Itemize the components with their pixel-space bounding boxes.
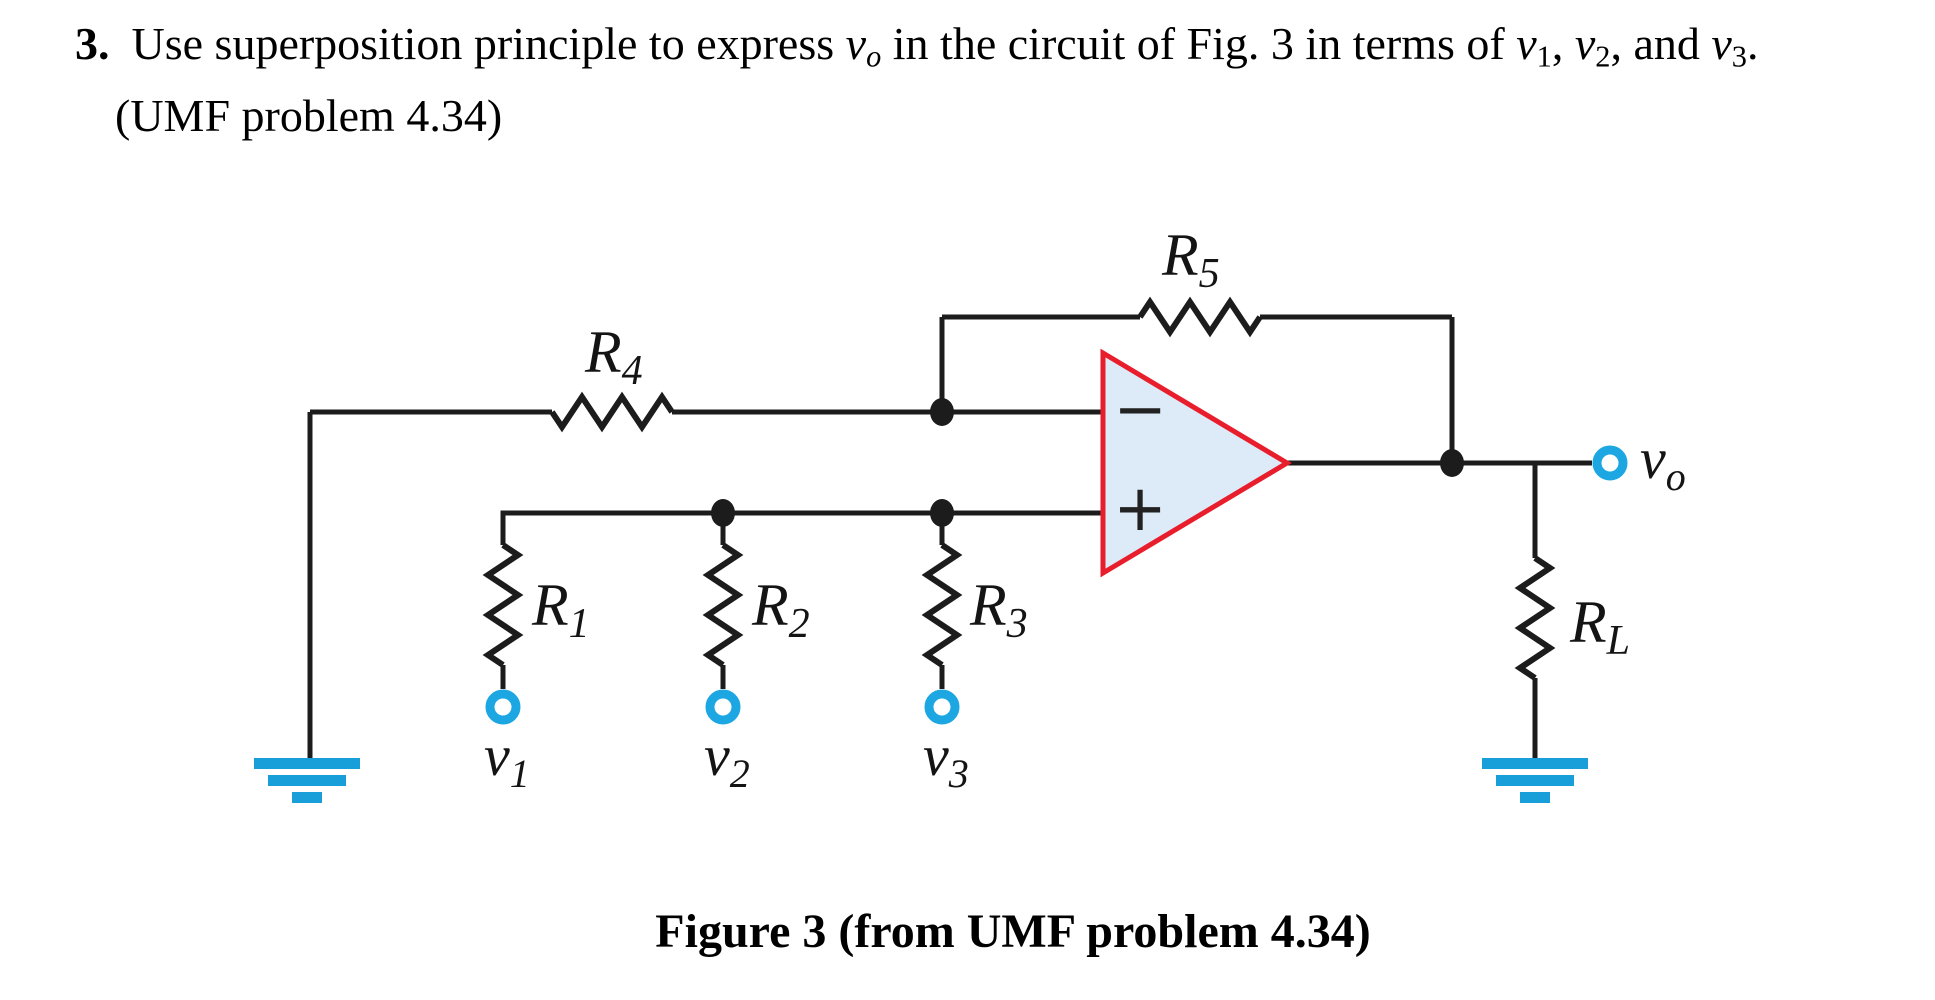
problem-number: 3. <box>75 18 110 69</box>
ground-symbol-right <box>1482 758 1588 803</box>
junction-dot-r3 <box>930 499 954 527</box>
junction-dot-output <box>1440 449 1464 477</box>
opamp-body <box>1100 348 1292 578</box>
resistor-r4 <box>549 391 675 433</box>
label-rl: RL <box>1569 589 1630 664</box>
opamp-plus-label: + <box>1113 472 1167 546</box>
label-r2: R2 <box>751 572 810 647</box>
problem-statement-part: v <box>1711 18 1732 69</box>
resistor-r3 <box>921 542 963 668</box>
problem-statement-part: . <box>1746 18 1759 69</box>
problem-statement-part: v <box>1574 18 1596 69</box>
junction-dot-inverting <box>930 398 954 426</box>
terminal-v2 <box>705 689 741 725</box>
problem-statement-part: , and <box>1610 18 1712 69</box>
resistor-r2 <box>702 542 744 668</box>
label-r4: R4 <box>584 319 643 394</box>
problem-statement-part: o <box>866 39 882 74</box>
junction-dot-r2 <box>711 499 735 527</box>
terminal-v1 <box>485 689 521 725</box>
label-r5: R5 <box>1161 222 1220 297</box>
problem-statement: Use superposition principle to express v… <box>131 18 1759 73</box>
problem-source: (UMF problem 4.34) <box>115 90 503 142</box>
problem-statement-part: v <box>845 18 867 69</box>
problem-statement-part: Use superposition principle to express <box>131 18 846 69</box>
label-r1: R1 <box>531 572 590 647</box>
wire-noninverting-input <box>500 510 1103 545</box>
terminal-vo <box>1592 445 1628 481</box>
label-v2: v2 <box>704 723 750 796</box>
problem-statement-part: 1 <box>1536 39 1552 74</box>
resistor-r1 <box>482 542 524 668</box>
figure-caption: Figure 3 (from UMF problem 4.34) <box>655 905 1370 958</box>
problem-statement-part: 2 <box>1595 39 1611 74</box>
resistor-r5 <box>1137 296 1263 338</box>
problem-text: 3.Use superposition principle to express… <box>75 14 1758 145</box>
problem-statement-part: v <box>1516 18 1537 69</box>
label-v3: v3 <box>923 723 969 796</box>
opamp-minus-label: − <box>1113 373 1167 447</box>
resistor-rl <box>1514 555 1556 681</box>
label-v1: v1 <box>484 723 530 796</box>
problem-statement-part: in the circuit of Fig. 3 in terms of <box>881 18 1517 69</box>
ground-symbol-left <box>254 758 360 803</box>
label-r3: R3 <box>969 572 1028 647</box>
problem-statement-part: 3 <box>1731 39 1747 74</box>
label-vo: vo <box>1640 426 1686 499</box>
problem-statement-part: , <box>1551 18 1575 69</box>
terminal-v3 <box>924 689 960 725</box>
